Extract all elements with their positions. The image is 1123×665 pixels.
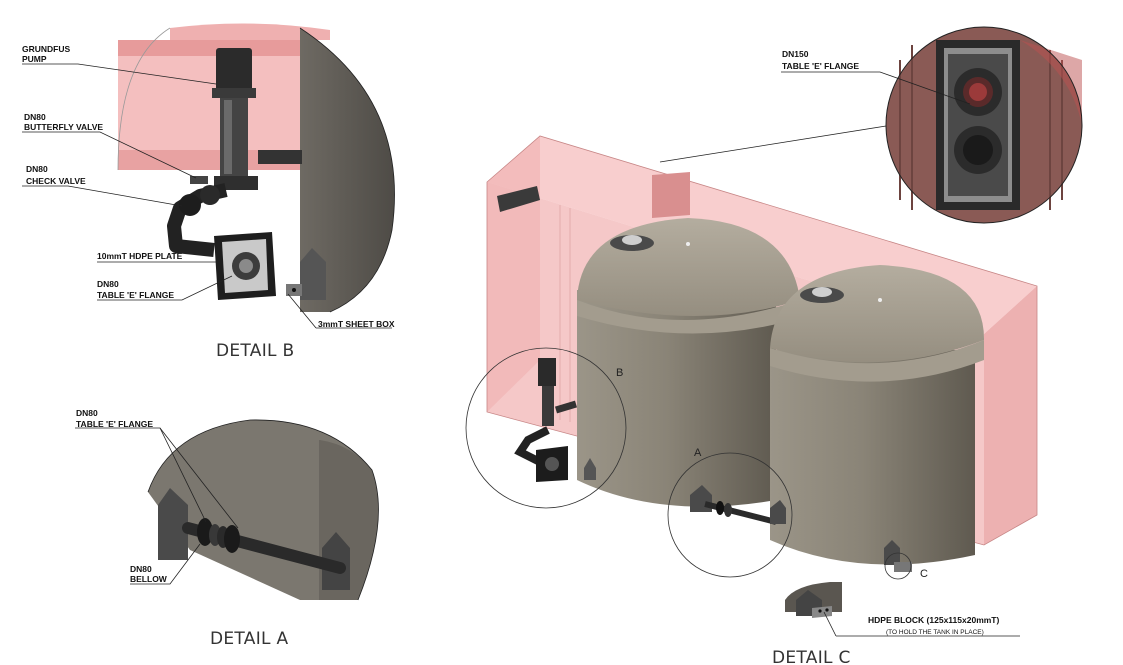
label-pump-line2: PUMP [22,54,47,64]
detail-c [785,582,842,618]
detail-c-title: DETAIL C [772,648,851,665]
label-check-valve-line2: CHECK VALVE [26,176,86,186]
label-dn150-line2: TABLE 'E' FLANGE [782,61,859,71]
label-hdpe-plate: 10mmT HDPE PLATE [97,251,183,261]
label-butterfly-valve-line1: DN80 [24,112,46,122]
label-hdpe-block-note: (TO HOLD THE TANK IN PLACE) [886,629,984,636]
label-b-flange-line2: TABLE 'E' FLANGE [97,290,174,300]
ref-b: B [616,367,623,379]
detail-b-title: DETAIL B [216,341,294,361]
label-pump-line1: GRUNDFUS [22,44,70,54]
label-a-flange-line2: TABLE 'E' FLANGE [76,419,153,429]
detail-b [117,23,395,313]
label-b-flange-line1: DN80 [97,279,119,289]
ref-a: A [694,447,702,459]
detail-a-circle [667,452,793,578]
dn150-detail-circle [885,26,1083,224]
label-hdpe-block: HDPE BLOCK (125x115x20mmT) [868,615,1000,625]
detail-a [147,419,379,601]
label-sheet-box: 3mmT SHEET BOX [318,319,395,329]
label-a-flange-line1: DN80 [76,408,98,418]
label-butterfly-valve-line2: BUTTERFLY VALVE [24,122,103,132]
ref-c: C [920,568,928,580]
leader-lines [22,63,1020,637]
detail-b-circle [465,347,627,509]
label-bellow-line1: DN80 [130,564,152,574]
labels: GRUNDFUS PUMP DN80 BUTTERFLY VALVE DN80 … [22,44,1000,665]
detail-a-title: DETAIL A [210,629,289,649]
main-assembly [465,26,1083,580]
label-check-valve-line1: DN80 [26,164,48,174]
detail-c-circle [884,552,912,580]
label-bellow-line2: BELLOW [130,574,168,584]
label-dn150-line1: DN150 [782,49,809,59]
